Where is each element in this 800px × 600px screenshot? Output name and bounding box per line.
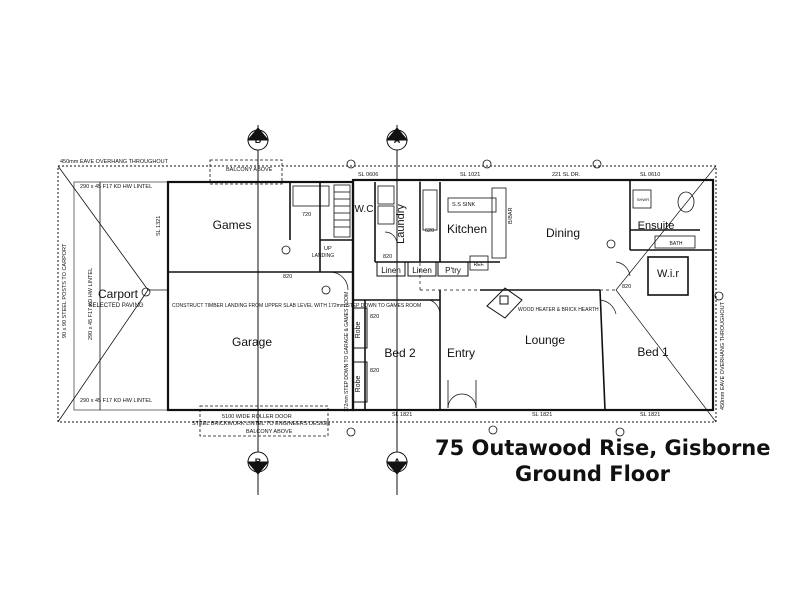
plan-notes: 450mm EAVE OVERHANG THROUGHOUT 450mm EAV…	[60, 159, 726, 435]
room-bed2: Bed 2	[384, 346, 416, 360]
room-ref: REF.	[474, 262, 485, 268]
note-sl-221: 221 SL DR.	[552, 172, 581, 178]
note-door-820-b: 820	[383, 254, 392, 260]
address-caption: 75 Outawood Rise, Gisborne	[435, 436, 771, 460]
room-linen-1: Linen	[381, 266, 401, 275]
room-labels: Carport SELECTED PAVING Games Garage W.C…	[88, 197, 682, 392]
note-steel-brick: STEEL BRICKWORK LINTEL TO ENGINEERS DESI…	[192, 421, 330, 427]
marker-labels: B B A A	[255, 135, 401, 467]
note-lintel-bottom: 290 x 45 F17 KD HW LINTEL	[80, 398, 152, 404]
room-pantry: P'try	[445, 266, 461, 275]
marker-b-top: B	[255, 135, 262, 145]
note-balcony-bottom: BALCONY ABOVE	[246, 429, 293, 435]
room-wir: W.i.r	[657, 268, 679, 280]
marker-a-bottom: A	[394, 457, 401, 467]
room-landing: LANDING	[312, 253, 334, 259]
note-sl-1321: SL 1321	[156, 216, 162, 236]
room-ensuite: Ensuite	[638, 220, 675, 232]
room-carport-sub: SELECTED PAVING	[88, 303, 143, 309]
storage-boxes	[352, 261, 469, 403]
entry-doors	[447, 380, 477, 409]
note-sl-1021: SL 1021	[460, 172, 480, 178]
note-eave-top: 450mm EAVE OVERHANG THROUGHOUT	[60, 159, 169, 165]
room-wc: W.C	[355, 204, 374, 215]
note-door-820-c: 820	[622, 284, 631, 290]
note-roller-door: 5100 WIDE ROLLER DOOR	[222, 414, 292, 420]
note-steel-posts: 90 x 90 STEEL POSTS TO CARPORT	[62, 243, 68, 338]
note-sl-1821-a: SL 1821	[392, 412, 412, 418]
door-swings	[329, 231, 631, 317]
room-shwr: SHWR	[637, 197, 649, 202]
note-up: UP	[324, 246, 332, 252]
room-robe-1: Robe	[355, 322, 362, 339]
note-door-720: 720	[302, 212, 311, 218]
stairs	[292, 184, 351, 238]
note-door-620: 620	[425, 228, 434, 234]
balcony-outlines	[199, 159, 329, 437]
room-dining: Dining	[546, 226, 580, 240]
internal-walls	[168, 180, 713, 411]
note-robe-820-a: 820	[370, 314, 379, 320]
ensuite-fixtures	[632, 189, 696, 249]
room-linen-2: Linen	[412, 266, 432, 275]
room-bed1: Bed 1	[637, 345, 669, 359]
floor-caption: Ground Floor	[515, 462, 671, 486]
note-balcony-top: BALCONY ABOVE	[226, 167, 273, 173]
note-sl-1821-c: SL 1821	[640, 412, 660, 418]
note-bbar: B/BAR	[508, 207, 514, 224]
room-robe-2: Robe	[355, 376, 362, 393]
eave-outline	[57, 165, 717, 423]
room-carport: Carport	[98, 287, 139, 301]
note-lintel-left: 290 x 45 F17 KD HW LINTEL	[88, 268, 94, 340]
room-kitchen: Kitchen	[447, 222, 487, 236]
note-construct: CONSTRUCT TIMBER LANDING FROM UPPER SLAB…	[172, 303, 421, 309]
circle-marks	[141, 159, 724, 437]
note-sl-0606: SL 0606	[358, 172, 378, 178]
room-laundry: Laundry	[395, 204, 407, 244]
room-games: Games	[213, 218, 252, 232]
note-door-820-a: 820	[283, 274, 292, 280]
note-ss-sink: S.S SINK	[452, 202, 476, 208]
note-sl-0610: SL 0610	[640, 172, 660, 178]
note-eave-right: 450mm EAVE OVERHANG THROUGHOUT	[720, 301, 726, 410]
kitchen-fixtures	[377, 185, 507, 271]
marker-a-top: A	[394, 135, 401, 145]
note-wood-heater: WOOD HEATER & BRICK HEARTH	[518, 307, 599, 313]
carport-roof-lines	[57, 165, 169, 423]
note-sl-1821-b: SL 1821	[532, 412, 552, 418]
marker-b-bottom: B	[255, 457, 262, 467]
room-lounge: Lounge	[525, 333, 565, 347]
wood-heater	[486, 287, 523, 319]
note-lintel-top: 290 x 45 F17 KD HW LINTEL	[80, 184, 152, 190]
note-robe-820-b: 820	[370, 368, 379, 374]
note-step-down: 172mm STEP DOWN TO GARAGE & GAMES ROOM	[344, 292, 350, 412]
room-entry: Entry	[447, 346, 475, 360]
section-markers	[246, 125, 409, 495]
room-garage: Garage	[232, 335, 272, 349]
room-bath: BATH	[670, 241, 683, 247]
